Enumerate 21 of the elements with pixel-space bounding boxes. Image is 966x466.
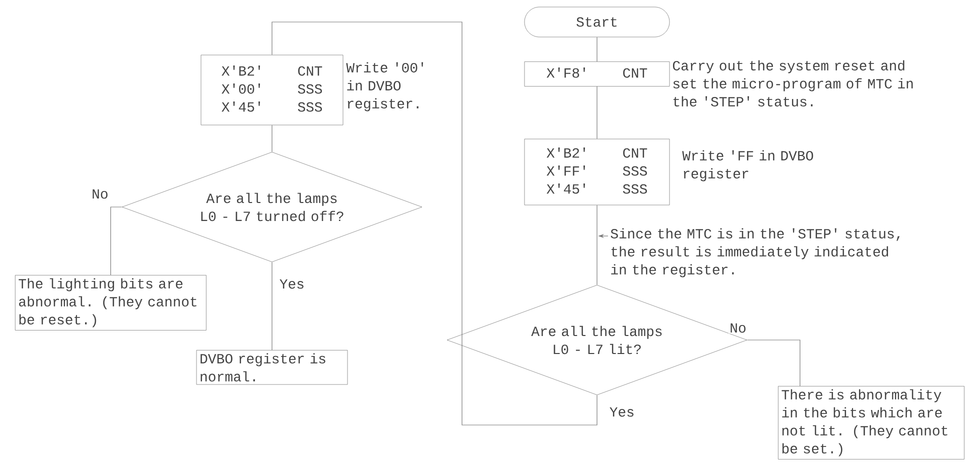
annotation-text: Carry out the system reset and set the micro-program of MTC in the 'STEP' status. <box>672 60 913 106</box>
connector-line <box>110 206 122 276</box>
process-box: There is abnormality in the bits which are not lit. (They cannot be set.) <box>778 386 964 460</box>
annotation-text: Write 'FF in DVBO register <box>682 150 814 182</box>
note-text: Since the MTC is in the 'STEP' status, the result is immediately indicated in the register. <box>610 228 900 278</box>
connector-line <box>596 204 598 286</box>
process-box: DVBO register is normal. <box>196 350 348 385</box>
process-box: The lighting bits are abnormal. (They cannot be reset.) <box>15 275 206 330</box>
connector-line <box>272 22 598 426</box>
process-box: X'B2' CNT X'FF' SSS X'45' SSS <box>524 138 670 206</box>
connector-line <box>596 36 598 62</box>
edge-label: No <box>90 188 110 200</box>
process-box: X'F8' CNT <box>524 61 670 87</box>
process-box: X'B2' CNT X'00' SSS X'45' SSS <box>200 54 344 126</box>
connector-line <box>746 340 800 386</box>
edge-label: No <box>728 322 748 334</box>
annotation-text: Write '00' in DVBO register. <box>346 62 424 112</box>
connector-line <box>596 86 598 140</box>
start-terminal: Start <box>524 6 670 38</box>
edge-label: Yes <box>608 406 636 418</box>
edge-label: Yes <box>278 278 306 290</box>
